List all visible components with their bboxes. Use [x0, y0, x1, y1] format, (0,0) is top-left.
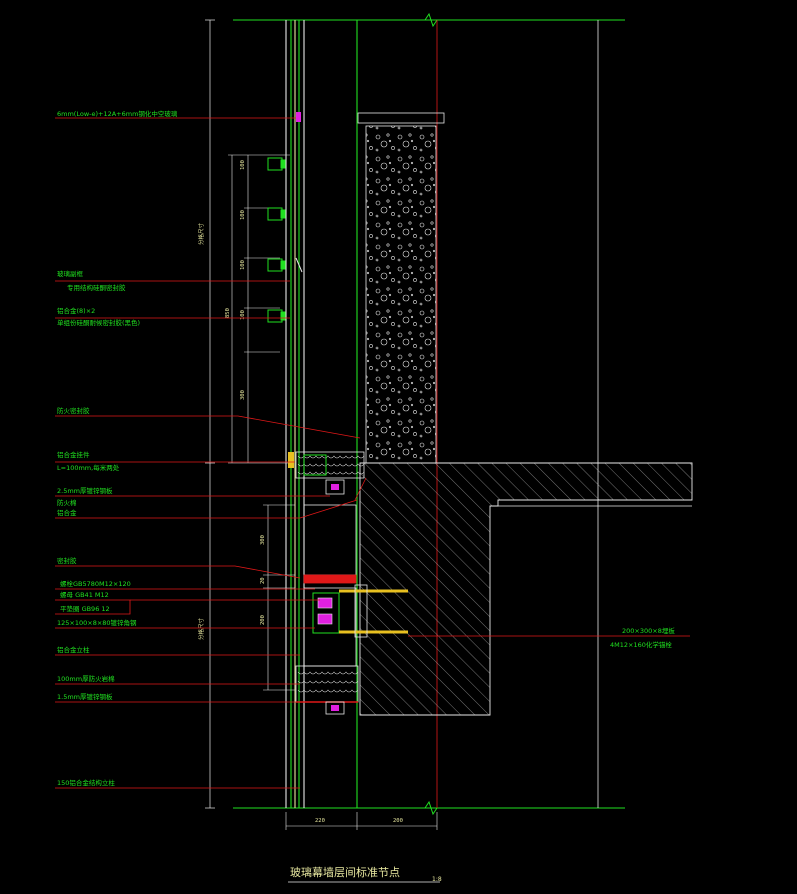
label-aluminum-hanger: 铝合金挂件 [57, 450, 90, 459]
dim-lower-1: 300 [260, 535, 266, 545]
label-angle-steel: 125×100×8×80镀锌角钢 [57, 618, 137, 627]
dim-outer-upper: 分格尺寸 [197, 222, 205, 245]
label-mullion: 铝合金立柱 [57, 645, 90, 654]
label-fire-wool: 防火棉 [57, 498, 77, 507]
label-per-meter: L=100mm,每米两处 [57, 463, 120, 472]
leader-lines-left [55, 117, 361, 789]
label-galvanized-steel-25: 2.5mm厚镀锌钢板 [57, 486, 113, 495]
break-lines [233, 12, 625, 816]
label-washer: 平垫圈 GB96 12 [60, 604, 110, 613]
dim-outer-lower: 分格尺寸 [197, 617, 205, 640]
label-nut: 螺母 GB41 M12 [60, 590, 109, 599]
dim-bottom-1: 220 [315, 818, 325, 824]
glass-mullion-lines [285, 20, 599, 808]
glazing-clips [267, 157, 303, 323]
concrete-column [357, 112, 445, 464]
fire-insulation-lower [295, 665, 359, 715]
label-structural-silicone: 专用结构硅酮密封胶 [67, 283, 126, 292]
label-glass: 6mm(Low-e)+12A+6mm钢化中空玻璃 [57, 109, 178, 118]
dim-inner-1: 100 [240, 160, 246, 170]
dim-lower-3: 200 [260, 615, 266, 625]
drawing-scale: 1:8 [432, 876, 442, 883]
label-fire-sealant: 防火密封胶 [57, 406, 90, 415]
inner-dimension-upper [228, 154, 290, 464]
label-chemical-anchor: 4M12×160化学锚栓 [610, 640, 672, 649]
dim-inner-6: 300 [240, 390, 246, 400]
label-subframe: 玻璃副框 [57, 269, 84, 278]
label-aluminum-pair: 铝合金(8)×2 [57, 306, 95, 315]
dim-inner-5: 850 [225, 308, 231, 318]
dim-inner-3: 100 [240, 260, 246, 270]
fire-insulation-upper [288, 451, 365, 495]
label-sealant: 密封胶 [57, 556, 77, 565]
dim-inner-4: 100 [240, 310, 246, 320]
label-bolt: 螺栓GB5780M12×120 [60, 579, 131, 588]
glass-spacer-magenta [296, 112, 301, 122]
bottom-dimension [285, 812, 438, 830]
anchor-bracket [312, 584, 408, 638]
dim-inner-2: 100 [240, 210, 246, 220]
label-weather-sealant: 单组份硅酮耐候密封胶(黑色) [57, 318, 140, 327]
outer-dimension [205, 19, 215, 809]
label-aluminum: 铝合金 [57, 508, 77, 517]
label-embed-plate: 200×300×8埋板 [622, 626, 675, 635]
drawing-title: 玻璃幕墙层间标准节点 [290, 865, 400, 879]
label-structural-mullion: 150铝合金结构立柱 [57, 778, 115, 787]
label-rock-wool-100: 100mm厚防火岩棉 [57, 674, 115, 683]
dim-bottom-2: 200 [393, 818, 403, 824]
inner-dimension-lower [263, 504, 295, 691]
label-galvanized-steel-15: 1.5mm厚镀锌钢板 [57, 692, 113, 701]
dim-lower-2: 20 [260, 577, 266, 584]
floor-slab [359, 462, 693, 716]
